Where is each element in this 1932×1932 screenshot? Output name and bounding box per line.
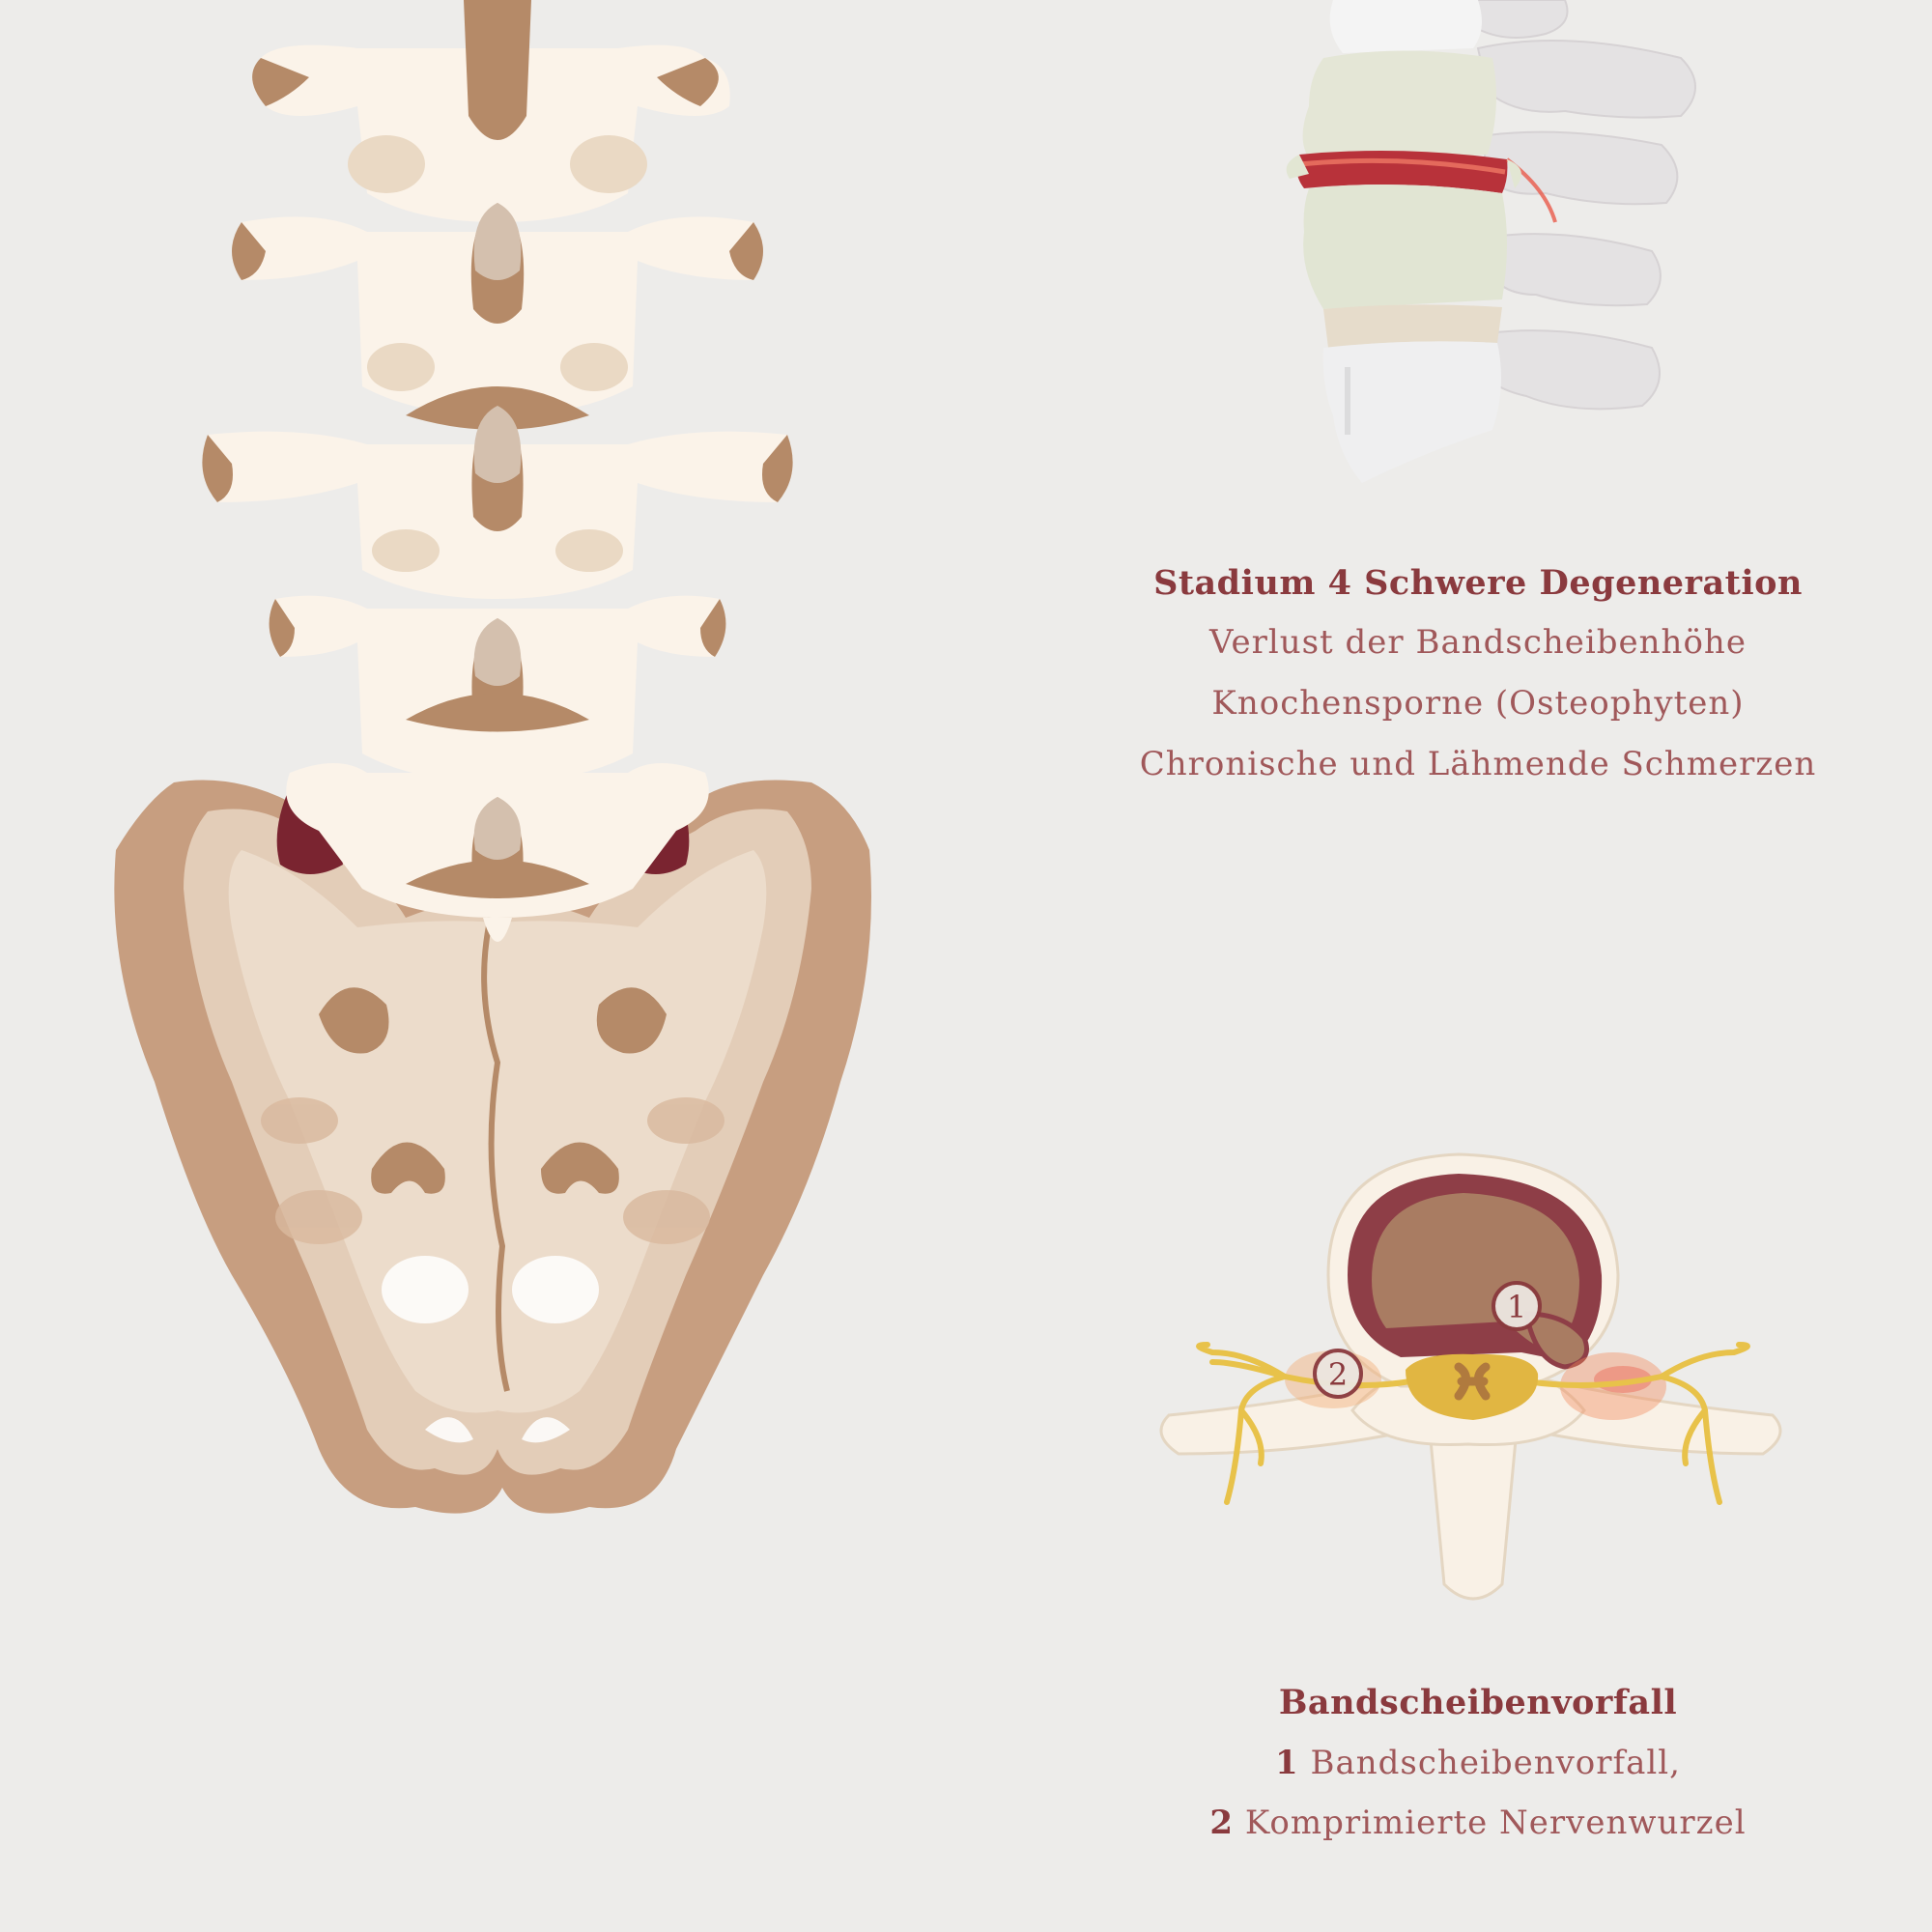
vertebra bbox=[232, 203, 763, 415]
degenerated-vertebral-body bbox=[1302, 50, 1496, 164]
vertebra bbox=[252, 0, 730, 223]
item-number: 2 bbox=[1209, 1804, 1235, 1842]
spinal-cord bbox=[1406, 1353, 1539, 1420]
stage4-line: Knochensporne (Osteophyten) bbox=[1211, 684, 1745, 723]
stage4-title: Stadium 4 Schwere Degeneration bbox=[1153, 563, 1803, 603]
degenerated-vertebral-body bbox=[1303, 185, 1507, 309]
degenerated-spine-segment-illustration bbox=[1286, 0, 1696, 483]
vertebra bbox=[286, 763, 709, 942]
marker-1: 1 bbox=[1492, 1281, 1542, 1331]
lumbar-vertebrae bbox=[202, 0, 793, 942]
vertebral-body bbox=[1329, 0, 1482, 53]
stage4-caption: Stadium 4 Schwere Degeneration Verlust d… bbox=[1063, 554, 1893, 795]
herniation-item: 1 Bandscheibenvorfall, bbox=[1092, 1733, 1864, 1793]
intervertebral-disc bbox=[1323, 304, 1502, 348]
svg-text:2: 2 bbox=[1328, 1356, 1348, 1393]
nerve-roots bbox=[1196, 1342, 1750, 1505]
vertebral-body bbox=[1322, 341, 1501, 483]
marker-2: 2 bbox=[1313, 1349, 1363, 1399]
stage4-line: Verlust der Bandscheibenhöhe bbox=[1209, 623, 1747, 662]
herniation-item: 2 Komprimierte Nervenwurzel bbox=[1092, 1793, 1864, 1853]
transverse-processes bbox=[1159, 1375, 1782, 1601]
vertebra bbox=[269, 595, 726, 782]
osteophytes bbox=[1286, 155, 1521, 188]
posterior-elements bbox=[1466, 0, 1696, 411]
svg-text:1: 1 bbox=[1507, 1289, 1526, 1325]
stage4-line: Chronische und Lähmende Schmerzen bbox=[1139, 745, 1817, 783]
herniation-caption: Bandscheibenvorfall 1 Bandscheibenvorfal… bbox=[1092, 1673, 1864, 1853]
item-text: Bandscheibenvorfall, bbox=[1310, 1744, 1681, 1782]
item-text: Komprimierte Nervenwurzel bbox=[1244, 1804, 1747, 1842]
vertebra bbox=[202, 386, 793, 599]
herniated-disc-illustration: 1 2 bbox=[1159, 1152, 1782, 1601]
herniation-title: Bandscheibenvorfall bbox=[1278, 1683, 1678, 1722]
lumbar-spine-sacrum-illustration bbox=[114, 0, 872, 1514]
sacrum bbox=[114, 780, 872, 1514]
sacral-foramina bbox=[319, 987, 667, 1194]
item-number: 1 bbox=[1275, 1744, 1299, 1782]
herniated-nucleus bbox=[1522, 1311, 1589, 1370]
